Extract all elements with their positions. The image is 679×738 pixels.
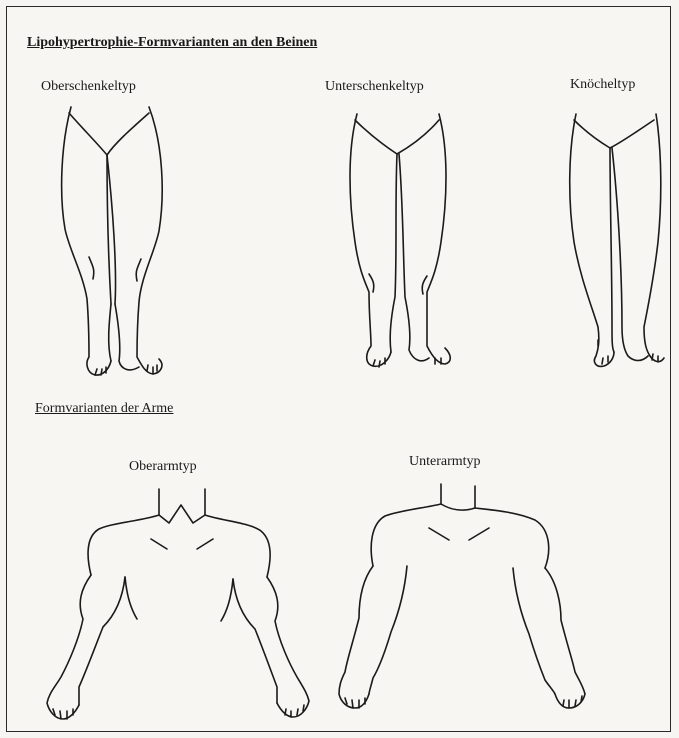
arm-variant-label-forearm: Unterarmtyp bbox=[409, 454, 481, 470]
arms-figure-upper-arm-type bbox=[41, 487, 311, 722]
legs-figure-thigh-type bbox=[49, 99, 189, 379]
legs-figure-lower-leg-type bbox=[335, 102, 465, 372]
legs-section-title: Lipohypertrophie-Formvarianten an den Be… bbox=[27, 35, 317, 51]
arms-section-title: Formvarianten der Arme bbox=[35, 401, 173, 417]
arms-figure-forearm-type bbox=[329, 482, 604, 712]
leg-variant-label-lower-leg: Unterschenkeltyp bbox=[325, 79, 424, 95]
leg-variant-label-thigh: Oberschenkeltyp bbox=[41, 79, 136, 95]
legs-figure-ankle-type bbox=[562, 102, 677, 367]
page-frame: Lipohypertrophie-Formvarianten an den Be… bbox=[6, 6, 671, 732]
arm-variant-label-upper-arm: Oberarmtyp bbox=[129, 459, 197, 475]
leg-variant-label-ankle: Knöcheltyp bbox=[570, 77, 635, 93]
